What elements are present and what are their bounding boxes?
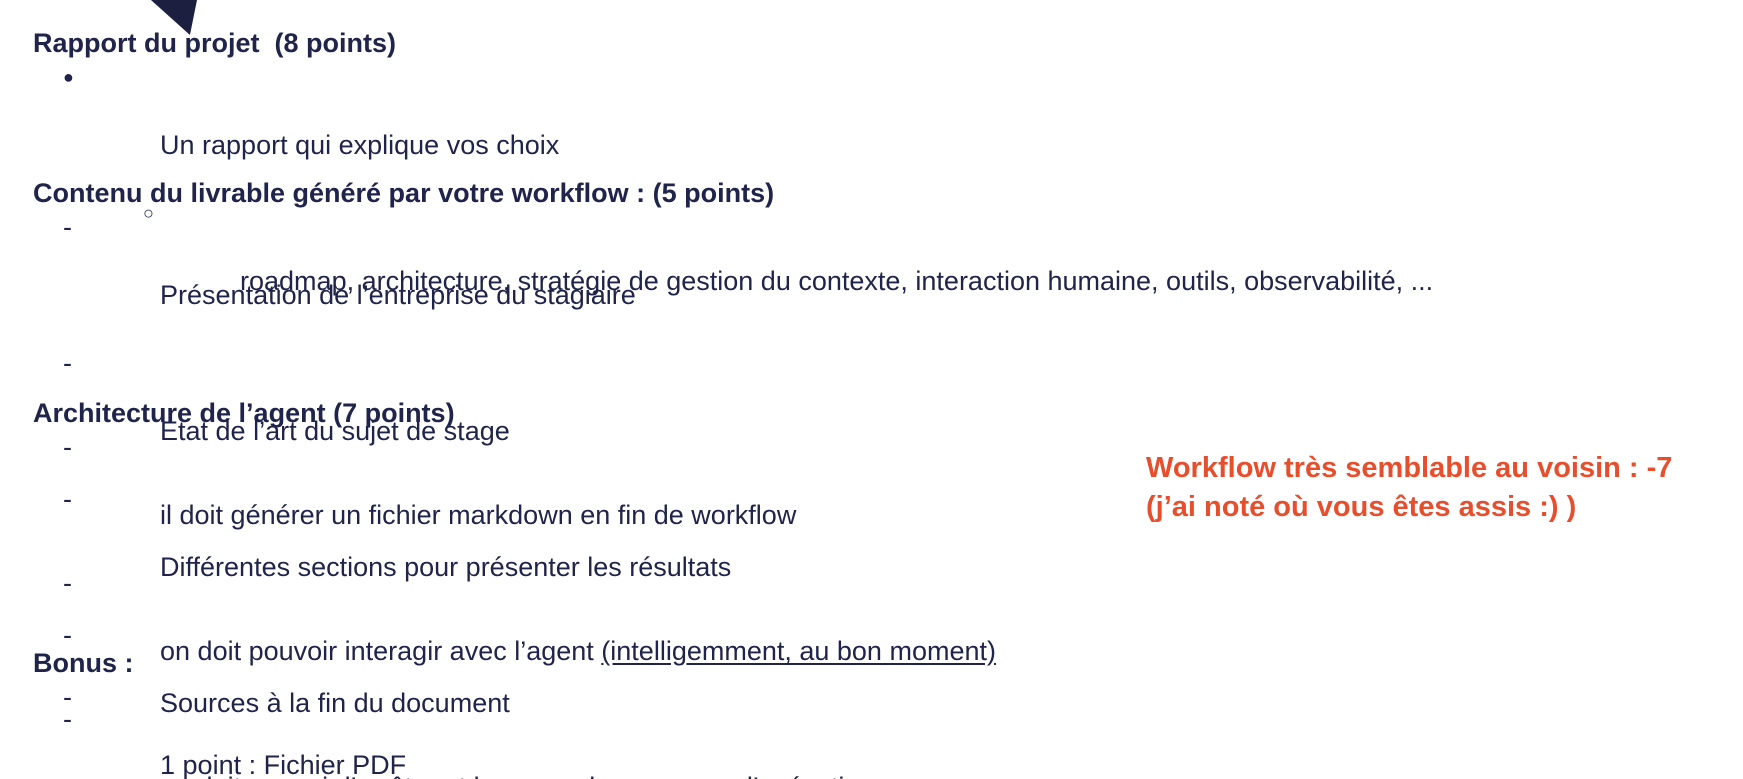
section-contenu-heading: Contenu du livrable généré par votre wor… <box>33 178 775 208</box>
dash-marker: - <box>63 348 72 378</box>
list-item: - 1 point : Fichier PDF <box>33 680 1723 779</box>
dash-marker: - <box>63 484 72 514</box>
dash-marker: - <box>63 704 72 734</box>
sub-bullet-marker: ○ <box>143 203 154 223</box>
list-item: - Présentation de l’entreprise du stagia… <box>33 210 1723 346</box>
underlined-text: (intelligemment, au bon moment) <box>601 636 996 666</box>
section-rapport: Rapport du projet (8 points) ● Un rappor… <box>33 26 1723 332</box>
section-architecture: Architecture de l’agent (7 points) - il … <box>33 396 1723 779</box>
section-rapport-heading: Rapport du projet (8 points) <box>33 28 396 58</box>
list-item-text: Sources à la fin du document <box>160 688 510 718</box>
grader-note-line2: (j’ai noté où vous êtes assis :) ) <box>1146 491 1577 523</box>
list-item-text: Etat de l’art du sujet de stage <box>160 416 510 446</box>
grader-note-line1: Workflow très semblable au voisin : -7 <box>1146 452 1673 484</box>
section-bonus-heading: Bonus : <box>33 648 134 678</box>
list-item-text: Un rapport qui explique vos choix <box>160 130 560 160</box>
list-item: ● Un rapport qui explique vos choix <box>33 60 1723 196</box>
dash-marker: - <box>63 620 72 650</box>
list-item: - Différentes sections pour présenter le… <box>33 482 1723 618</box>
list-item-text: il doit générer un fichier markdown en f… <box>160 500 797 530</box>
list-item-text: Présentation de l’entreprise du stagiair… <box>160 280 636 310</box>
list-item-text: on doit pouvoir l’arrêter et le reprendr… <box>160 772 874 779</box>
list-item: - on doit pouvoir l’arrêter et le repren… <box>33 702 1723 779</box>
list-item: - Etat de l’art du sujet de stage <box>33 346 1723 482</box>
list-item: - il doit générer un fichier markdown en… <box>33 430 1723 566</box>
bullet-marker: ● <box>63 67 74 87</box>
list-item: - on doit pouvoir interagir avec l’agent… <box>33 566 1723 702</box>
list-item-text: 1 point : Fichier PDF <box>160 750 407 779</box>
list-item-text: roadmap, architecture, stratégie de gest… <box>240 266 1434 296</box>
dash-marker: - <box>63 432 72 462</box>
dash-marker: - <box>63 212 72 242</box>
section-architecture-heading: Architecture de l’agent (7 points) <box>33 398 455 428</box>
grader-note: Workflow très semblable au voisin : -7 (… <box>1146 449 1672 527</box>
section-bonus: Bonus : - 1 point : Fichier PDF - 2 poin… <box>33 646 1723 779</box>
list-item-text: Différentes sections pour présenter les … <box>160 552 732 582</box>
section-contenu: Contenu du livrable généré par votre wor… <box>33 176 1723 754</box>
list-item-text: on doit pouvoir interagir avec l’agent <box>160 636 602 666</box>
list-item: - Sources à la fin du document <box>33 618 1723 754</box>
list-item: ○ roadmap, architecture, stratégie de ge… <box>33 196 1723 332</box>
dash-marker: - <box>63 682 72 712</box>
dash-marker: - <box>63 568 72 598</box>
